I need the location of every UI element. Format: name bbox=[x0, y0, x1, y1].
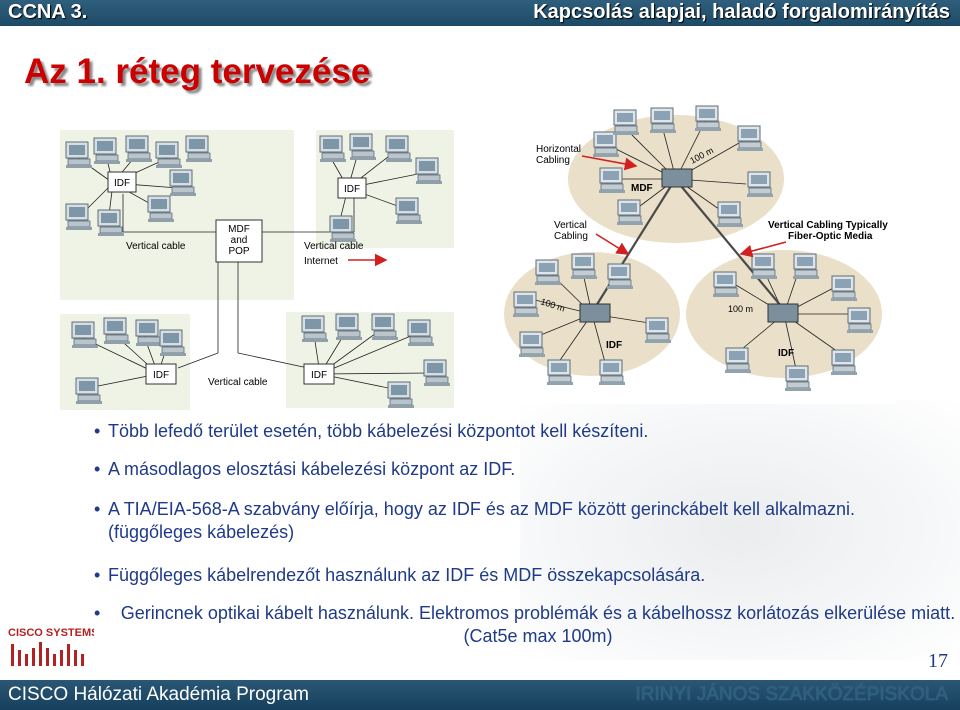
idf-switch-right bbox=[768, 304, 798, 322]
bullet-5: Gerincnek optikai kábelt használunk. Ele… bbox=[94, 602, 960, 648]
svg-text:IDF: IDF bbox=[114, 178, 130, 189]
mdf-switch bbox=[662, 169, 692, 187]
svg-text:MDF: MDF bbox=[631, 183, 653, 194]
svg-text:Vertical: Vertical bbox=[554, 220, 587, 231]
bullet-3: A TIA/EIA-568-A szabvány előírja, hogy a… bbox=[94, 498, 908, 544]
svg-text:POP: POP bbox=[228, 246, 249, 257]
bullet-2: A másodlagos elosztási kábelezési közpon… bbox=[94, 458, 515, 481]
svg-text:Vertical Cabling Typically: Vertical Cabling Typically bbox=[768, 220, 888, 231]
left-network-diagram: IDF IDF MDF and POP IDF IDF Vertical cab… bbox=[58, 128, 454, 412]
svg-text:Vertical cable: Vertical cable bbox=[304, 241, 364, 252]
svg-text:Horizontal: Horizontal bbox=[536, 144, 581, 155]
footer-academy: CISCO Hálózati Akadémia Program bbox=[8, 684, 309, 706]
svg-text:and: and bbox=[231, 235, 248, 246]
cisco-logo: CISCO SYSTEMS bbox=[8, 624, 94, 673]
svg-text:IDF: IDF bbox=[153, 370, 169, 381]
idf-switch-left bbox=[580, 304, 610, 322]
svg-text:CISCO SYSTEMS: CISCO SYSTEMS bbox=[8, 627, 94, 639]
course-title: CCNA 3. bbox=[8, 1, 87, 24]
svg-text:100 m: 100 m bbox=[728, 304, 753, 314]
right-network-diagram: Horizontal Cabling Vertical Cabling Vert… bbox=[496, 104, 896, 404]
svg-text:IDF: IDF bbox=[778, 348, 794, 359]
svg-text:Internet: Internet bbox=[304, 256, 338, 267]
slide-title: Az 1. réteg tervezése bbox=[24, 52, 370, 92]
footer-school: IRINYI JÁNOS SZAKKÖZÉPISKOLA bbox=[635, 684, 948, 706]
svg-text:IDF: IDF bbox=[311, 370, 327, 381]
bullet-4: Függőleges kábelrendezőt használunk az I… bbox=[94, 564, 705, 587]
svg-text:Vertical cable: Vertical cable bbox=[126, 241, 186, 252]
svg-text:Cabling: Cabling bbox=[536, 155, 570, 166]
svg-text:MDF: MDF bbox=[228, 224, 250, 235]
svg-text:IDF: IDF bbox=[344, 184, 360, 195]
svg-text:Cabling: Cabling bbox=[554, 231, 588, 242]
svg-text:Vertical cable: Vertical cable bbox=[208, 377, 268, 388]
course-subject: Kapcsolás alapjai, haladó forgalomirányí… bbox=[533, 1, 950, 24]
bullet-1: Több lefedő terület esetén, több kábelez… bbox=[94, 420, 648, 443]
page-number: 17 bbox=[928, 650, 948, 673]
footer-bar: CISCO Hálózati Akadémia Program IRINYI J… bbox=[0, 680, 960, 710]
header-bar: CCNA 3. Kapcsolás alapjai, haladó forgal… bbox=[0, 0, 960, 26]
svg-text:IDF: IDF bbox=[606, 340, 622, 351]
svg-text:Fiber-Optic Media: Fiber-Optic Media bbox=[788, 231, 873, 242]
